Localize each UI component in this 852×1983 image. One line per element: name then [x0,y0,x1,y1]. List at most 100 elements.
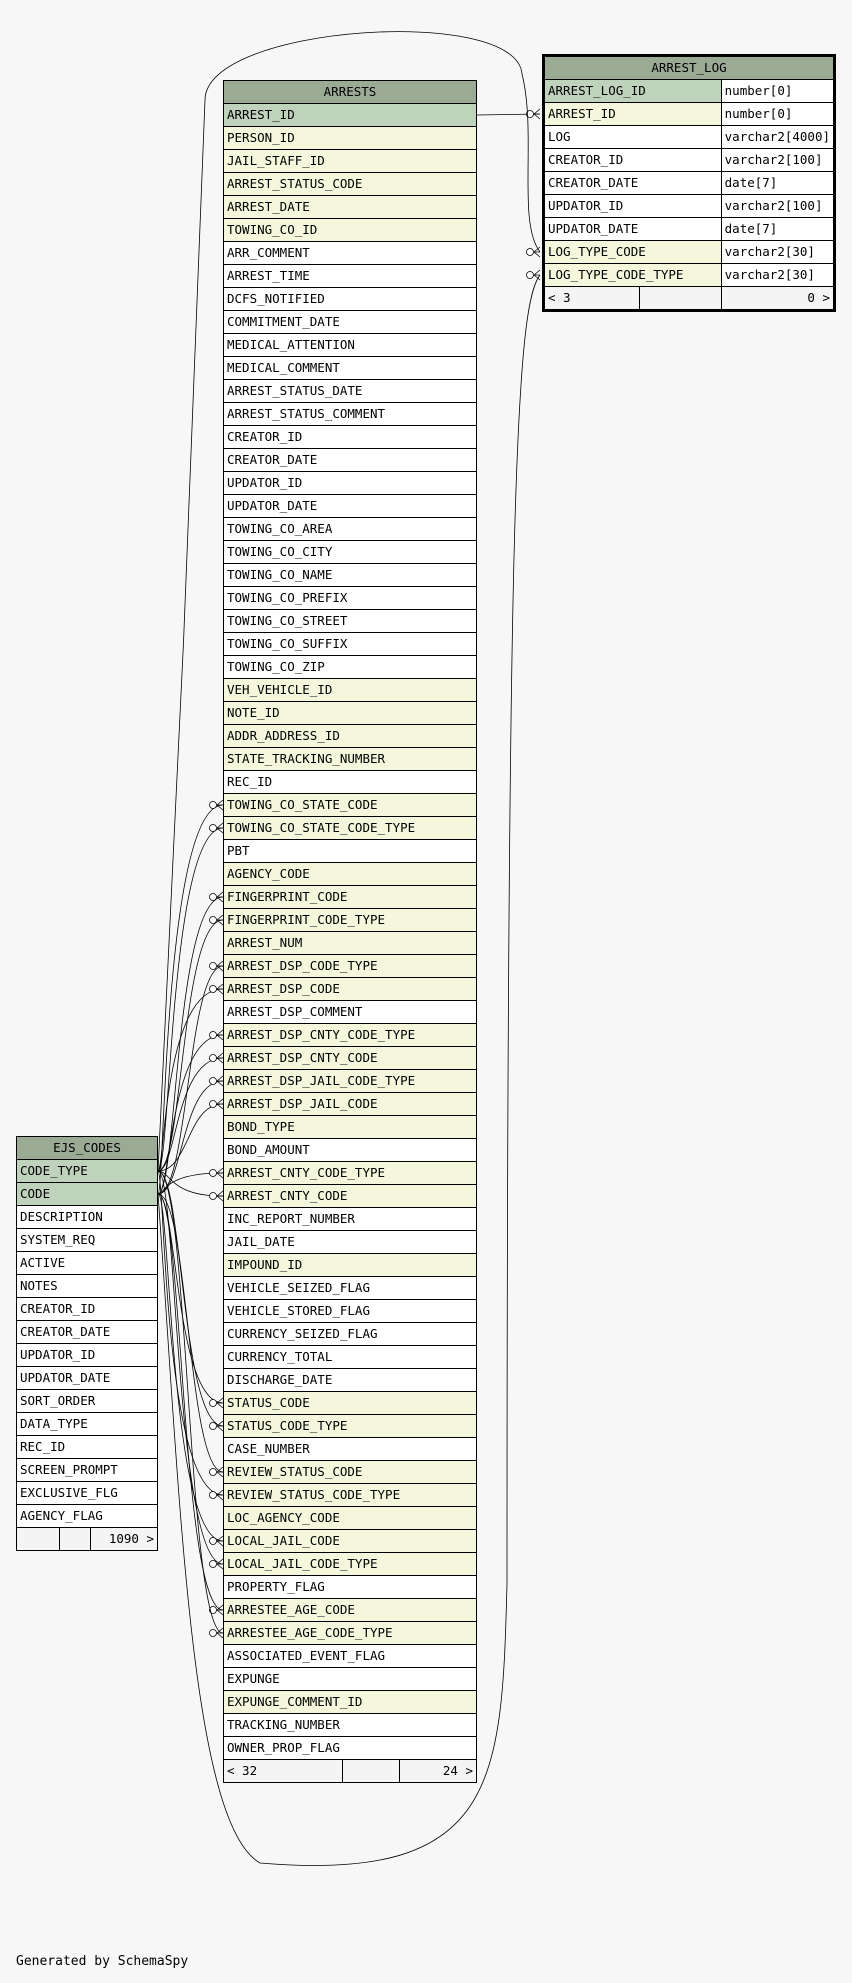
arrests-column-row[interactable]: STATE_TRACKING_NUMBER [223,747,477,771]
arrests-column-row[interactable]: TOWING_CO_STATE_CODE [223,793,477,817]
arrests-column-row[interactable]: ARREST_DSP_CNTY_CODE_TYPE [223,1023,477,1047]
arrests-column-row[interactable]: ADDR_ADDRESS_ID [223,724,477,748]
arrests-column-row[interactable]: TOWING_CO_SUFFIX [223,632,477,656]
arrests-column-row[interactable]: INC_REPORT_NUMBER [223,1207,477,1231]
ejs-codes-column-row[interactable]: CREATOR_DATE [16,1320,158,1344]
arrests-column-row[interactable]: PERSON_ID [223,126,477,150]
arrests-column-row[interactable]: ARREST_DATE [223,195,477,219]
arrests-column-row[interactable]: ARREST_DSP_CNTY_CODE [223,1046,477,1070]
arrests-column-row[interactable]: VEHICLE_SEIZED_FLAG [223,1276,477,1300]
arrests-column-row[interactable]: EXPUNGE_COMMENT_ID [223,1690,477,1714]
arrests-column-row[interactable]: ARREST_DSP_CODE [223,977,477,1001]
arrests-column-row[interactable]: ARREST_STATUS_COMMENT [223,402,477,426]
arrests-column-row[interactable]: ARREST_CNTY_CODE_TYPE [223,1161,477,1185]
arrests-column-row[interactable]: REVIEW_STATUS_CODE_TYPE [223,1483,477,1507]
arrests-column-row[interactable]: TOWING_CO_ZIP [223,655,477,679]
arrests-column-row[interactable]: TRACKING_NUMBER [223,1713,477,1737]
arrests-column-row[interactable]: ARREST_DSP_CODE_TYPE [223,954,477,978]
arrests-column-row[interactable]: ARREST_ID [223,103,477,127]
arrests-column-row[interactable]: REVIEW_STATUS_CODE [223,1460,477,1484]
arrests-column-row[interactable]: NOTE_ID [223,701,477,725]
ejs-codes-column-row[interactable]: CREATOR_ID [16,1297,158,1321]
ejs-codes-column-row[interactable]: UPDATOR_ID [16,1343,158,1367]
arrests-column-row[interactable]: TOWING_CO_AREA [223,517,477,541]
arrests-column-row[interactable]: STATUS_CODE_TYPE [223,1414,477,1438]
ejs-codes-column-row[interactable]: DESCRIPTION [16,1205,158,1229]
arrests-column-row[interactable]: BOND_TYPE [223,1115,477,1139]
arrests-column-row[interactable]: LOCAL_JAIL_CODE_TYPE [223,1552,477,1576]
arrests-column-row[interactable]: CURRENCY_SEIZED_FLAG [223,1322,477,1346]
arrests-column-row[interactable]: REC_ID [223,770,477,794]
arrests-column-row[interactable]: ARREST_NUM [223,931,477,955]
arrests-column-row[interactable]: TOWING_CO_STREET [223,609,477,633]
arrests-column-row[interactable]: TOWING_CO_CITY [223,540,477,564]
arrests-column-row[interactable]: LOC_AGENCY_CODE [223,1506,477,1530]
arrests-column-row[interactable]: ARREST_DSP_JAIL_CODE [223,1092,477,1116]
arrests-column-row[interactable]: PBT [223,839,477,863]
arrests-table-title[interactable]: ARRESTS [223,80,477,104]
ejs-codes-column-row[interactable]: ACTIVE [16,1251,158,1275]
arrests-column-row[interactable]: BOND_AMOUNT [223,1138,477,1162]
arrests-column-row[interactable]: CREATOR_ID [223,425,477,449]
arrests-column-row[interactable]: UPDATOR_ID [223,471,477,495]
arrests-column-row[interactable]: MEDICAL_COMMENT [223,356,477,380]
ejs-codes-column-row[interactable]: SORT_ORDER [16,1389,158,1413]
arrest-log-table-title[interactable]: ARREST_LOG [543,55,835,80]
arrests-column-row[interactable]: CURRENCY_TOTAL [223,1345,477,1369]
arrests-column-row[interactable]: AGENCY_CODE [223,862,477,886]
arrests-column-row[interactable]: ARRESTEE_AGE_CODE [223,1598,477,1622]
ejs-codes-column-row[interactable]: DATA_TYPE [16,1412,158,1436]
arrests-column-row[interactable]: UPDATOR_DATE [223,494,477,518]
arrests-column-row[interactable]: ARREST_STATUS_DATE [223,379,477,403]
arrests-column-row[interactable]: STATUS_CODE [223,1391,477,1415]
arrests-column-row[interactable]: COMMITMENT_DATE [223,310,477,334]
arrests-column-row[interactable]: JAIL_STAFF_ID [223,149,477,173]
ejs-codes-column-row[interactable]: EXCLUSIVE_FLG [16,1481,158,1505]
ejs-codes-column-row[interactable]: NOTES [16,1274,158,1298]
arrests-column-row[interactable]: VEHICLE_STORED_FLAG [223,1299,477,1323]
arrests-column-row[interactable]: ARREST_DSP_JAIL_CODE_TYPE [223,1069,477,1093]
ejs-codes-column-row[interactable]: CODE_TYPE [16,1159,158,1183]
arrests-column-row[interactable]: VEH_VEHICLE_ID [223,678,477,702]
arrests-column-row[interactable]: ARR_COMMENT [223,241,477,265]
arrests-column-row[interactable]: ARREST_DSP_COMMENT [223,1000,477,1024]
ejs-codes-column-row[interactable]: CODE [16,1182,158,1206]
arrests-column-row[interactable]: PROPERTY_FLAG [223,1575,477,1599]
arrests-column-row[interactable]: TOWING_CO_NAME [223,563,477,587]
ejs-codes-column-row[interactable]: UPDATOR_DATE [16,1366,158,1390]
ejs-codes-column-row[interactable]: SCREEN_PROMPT [16,1458,158,1482]
arrests-column-row[interactable]: LOCAL_JAIL_CODE [223,1529,477,1553]
arrests-column-row[interactable]: ASSOCIATED_EVENT_FLAG [223,1644,477,1668]
arrests-column-row[interactable]: OWNER_PROP_FLAG [223,1736,477,1760]
arrests-column-row[interactable]: DISCHARGE_DATE [223,1368,477,1392]
arrests-column-row[interactable]: ARREST_STATUS_CODE [223,172,477,196]
arrests-column-row[interactable]: CASE_NUMBER [223,1437,477,1461]
arrests-column-row[interactable]: ARRESTEE_AGE_CODE_TYPE [223,1621,477,1645]
arrests-column-row[interactable]: ARREST_CNTY_CODE [223,1184,477,1208]
arrests-column-row[interactable]: MEDICAL_ATTENTION [223,333,477,357]
arrests-column-row[interactable]: DCFS_NOTIFIED [223,287,477,311]
arrests-column-row[interactable]: TOWING_CO_ID [223,218,477,242]
arrests-column-row[interactable]: IMPOUND_ID [223,1253,477,1277]
ejs-codes-column-row[interactable]: AGENCY_FLAG [16,1504,158,1528]
ejs-codes-column-row[interactable]: SYSTEM_REQ [16,1228,158,1252]
ejs-codes-table-title[interactable]: EJS_CODES [16,1136,158,1160]
arrests-column-row[interactable]: ARREST_TIME [223,264,477,288]
ejs-codes-column-row[interactable]: REC_ID [16,1435,158,1459]
arrests-column-row[interactable]: JAIL_DATE [223,1230,477,1254]
arrests-column-row[interactable]: TOWING_CO_PREFIX [223,586,477,610]
arrests-column-row[interactable]: FINGERPRINT_CODE_TYPE [223,908,477,932]
arrests-column-row[interactable]: CREATOR_DATE [223,448,477,472]
